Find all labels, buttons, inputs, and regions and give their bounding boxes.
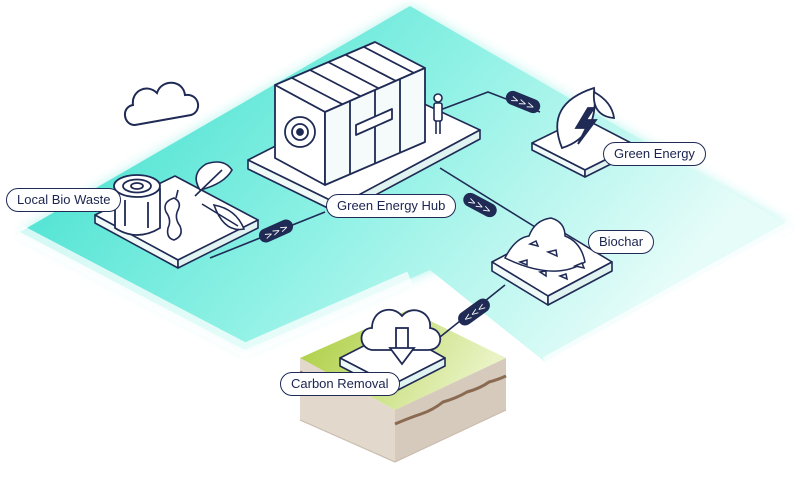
apple-core-icon	[164, 189, 182, 241]
person-icon	[433, 93, 443, 134]
cloud-download-icon	[360, 308, 442, 366]
energy-leaf-icon	[556, 86, 616, 150]
label-local-bio-waste: Local Bio Waste	[6, 188, 122, 212]
container-icon	[274, 41, 426, 186]
label-carbon-removal: Carbon Removal	[280, 372, 400, 396]
label-green-energy-hub: Green Energy Hub	[326, 194, 457, 218]
biochar-tile	[491, 227, 613, 306]
label-biochar: Biochar	[588, 230, 655, 254]
leaf-icon	[194, 161, 246, 231]
cloud-icon	[124, 81, 200, 127]
biochar-pile-icon	[503, 217, 586, 281]
label-green-energy: Green Energy	[603, 142, 706, 166]
log-icon	[113, 174, 161, 236]
